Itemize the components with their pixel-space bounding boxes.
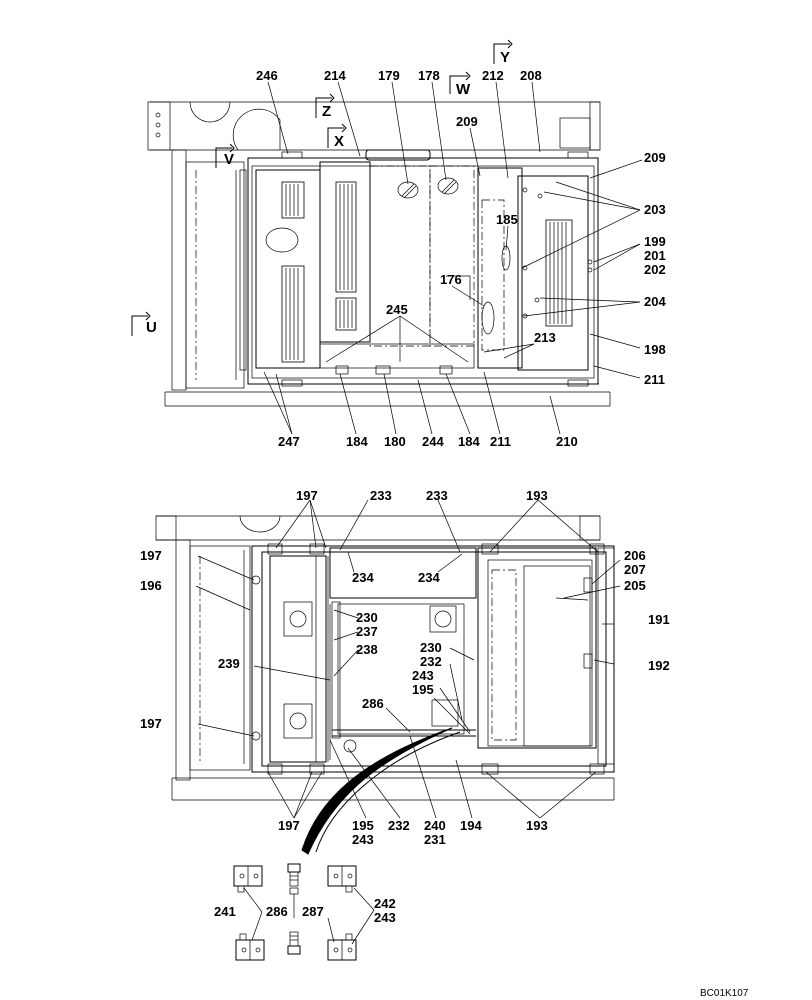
part-label: 241 — [214, 904, 236, 919]
part-label: 197 — [140, 716, 162, 731]
detail-labels: 241 286 287 242 243 — [214, 896, 396, 925]
part-label: 247 — [278, 434, 300, 449]
part-label: 242 — [374, 896, 396, 911]
part-label: 233 — [370, 488, 392, 503]
part-label: 185 — [496, 212, 518, 227]
part-label: 243 — [412, 668, 434, 683]
part-label: 179 — [378, 68, 400, 83]
part-label: 234 — [418, 570, 440, 585]
part-label: 230 — [356, 610, 378, 625]
part-label: 176 — [440, 272, 462, 287]
part-label: 198 — [644, 342, 666, 357]
part-label: 286 — [362, 696, 384, 711]
bolt-icon — [287, 863, 301, 895]
part-label: 201 — [644, 248, 666, 263]
part-label: 231 — [424, 832, 446, 847]
hinge-icon — [235, 933, 265, 961]
part-label: 195 — [412, 682, 434, 697]
part-label: 206 — [624, 548, 646, 563]
part-label: 197 — [140, 548, 162, 563]
part-label: 197 — [296, 488, 318, 503]
bolt-icon — [287, 931, 301, 955]
part-label: 244 — [422, 434, 444, 449]
part-label: 209 — [456, 114, 478, 129]
part-label: 246 — [256, 68, 278, 83]
part-label: 214 — [324, 68, 346, 83]
top-view-assembly — [147, 101, 611, 407]
part-label: 208 — [520, 68, 542, 83]
part-label: 239 — [218, 656, 240, 671]
part-label: 196 — [140, 578, 162, 593]
part-label: 287 — [302, 904, 324, 919]
view-marker-v: V — [224, 151, 234, 168]
part-label: 193 — [526, 818, 548, 833]
part-label: 202 — [644, 262, 666, 277]
part-label: 243 — [352, 832, 374, 847]
part-label: 211 — [490, 434, 511, 449]
view-markers: Y W Z X V U — [131, 39, 513, 336]
view-marker-u: U — [146, 319, 157, 336]
part-label: 195 — [352, 818, 374, 833]
part-label: 238 — [356, 642, 378, 657]
part-label: 209 — [644, 150, 666, 165]
part-label: 180 — [384, 434, 406, 449]
part-label: 192 — [648, 658, 670, 673]
part-label: 240 — [424, 818, 446, 833]
part-label: 205 — [624, 578, 646, 593]
part-label: 211 — [644, 372, 665, 387]
part-label: 234 — [352, 570, 374, 585]
part-label: 184 — [458, 434, 480, 449]
view-marker-z: Z — [322, 103, 331, 120]
bottom-view-leader-lines — [195, 499, 621, 855]
part-label: 212 — [482, 68, 504, 83]
part-label: 232 — [388, 818, 410, 833]
drawing-code: BC01K107 — [700, 988, 749, 999]
view-marker-w: W — [456, 81, 471, 98]
part-label: 191 — [648, 612, 670, 627]
top-view-labels: 246 214 179 178 212 208 209 209 203 199 … — [256, 68, 666, 449]
part-label: 245 — [386, 302, 408, 317]
part-label: 199 — [644, 234, 666, 249]
part-label: 237 — [356, 624, 378, 639]
part-label: 230 — [420, 640, 442, 655]
part-label: 193 — [526, 488, 548, 503]
part-label: 203 — [644, 202, 666, 217]
hinge-icon — [327, 933, 357, 961]
part-label: 178 — [418, 68, 440, 83]
part-label: 286 — [266, 904, 288, 919]
hinge-icon — [327, 865, 357, 893]
part-label: 210 — [556, 434, 578, 449]
view-marker-y: Y — [500, 49, 510, 66]
detail-parts — [233, 863, 375, 961]
part-label: 243 — [374, 910, 396, 925]
part-label: 213 — [534, 330, 556, 345]
top-view-leader-lines — [263, 81, 643, 435]
part-label: 184 — [346, 434, 368, 449]
part-label: 194 — [460, 818, 482, 833]
bottom-view-labels: 197 233 233 193 197 206 207 205 196 234 … — [140, 488, 670, 847]
part-label: 207 — [624, 562, 646, 577]
view-marker-x: X — [334, 133, 344, 150]
part-label: 233 — [426, 488, 448, 503]
part-label: 232 — [420, 654, 442, 669]
hinge-icon — [233, 865, 263, 893]
part-label: 204 — [644, 294, 666, 309]
part-label: 197 — [278, 818, 300, 833]
